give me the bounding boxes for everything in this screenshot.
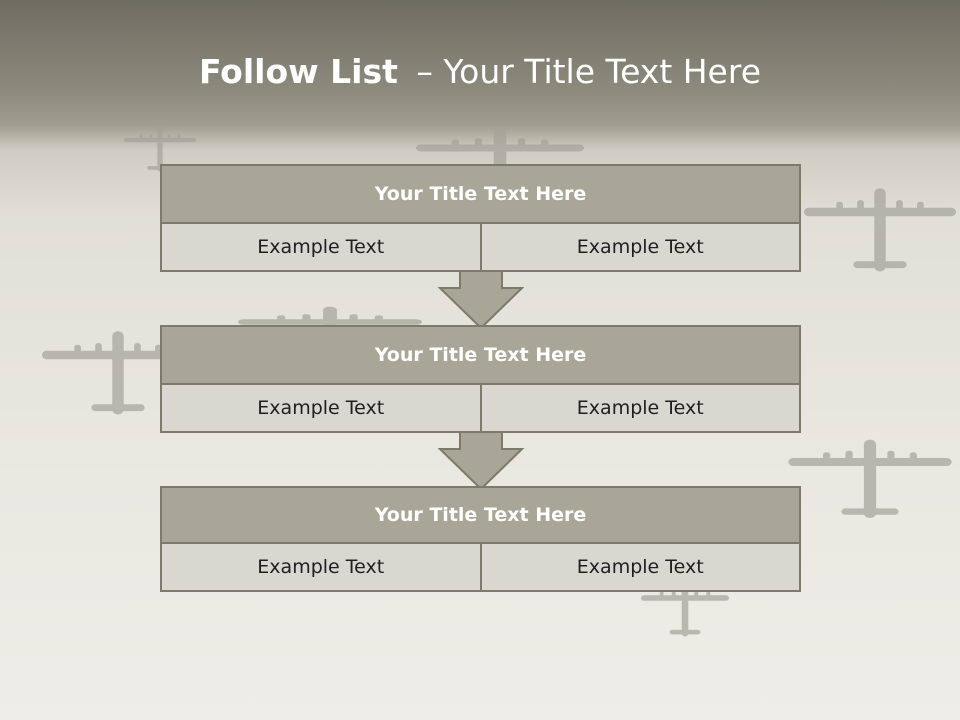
down-arrow-icon (438, 270, 524, 330)
block-cell-right: Example Text (479, 224, 800, 270)
block-title: Your Title Text Here (162, 488, 799, 544)
block-title: Your Title Text Here (162, 327, 799, 385)
bomber-plane-icon (804, 188, 956, 272)
slide-title-rest: – Your Title Text Here (416, 52, 762, 91)
block-row: Example Text Example Text (162, 544, 799, 590)
block-cell-left: Example Text (257, 556, 385, 578)
slide-title: Follow List – Your Title Text Here (0, 52, 960, 91)
slide-title-main: Follow List (198, 52, 398, 91)
list-block-3: Your Title Text Here Example Text Exampl… (160, 486, 801, 592)
list-block-1: Your Title Text Here Example Text Exampl… (160, 164, 801, 272)
block-title: Your Title Text Here (162, 166, 799, 224)
down-arrow-icon (438, 431, 524, 491)
block-row: Example Text Example Text (162, 385, 799, 431)
block-cell-left: Example Text (257, 236, 385, 258)
block-cell-left: Example Text (257, 397, 385, 419)
block-row: Example Text Example Text (162, 224, 799, 270)
block-cell-right: Example Text (479, 385, 800, 431)
list-block-2: Your Title Text Here Example Text Exampl… (160, 325, 801, 433)
bomber-plane-icon (788, 439, 952, 518)
block-cell-right: Example Text (479, 544, 800, 590)
